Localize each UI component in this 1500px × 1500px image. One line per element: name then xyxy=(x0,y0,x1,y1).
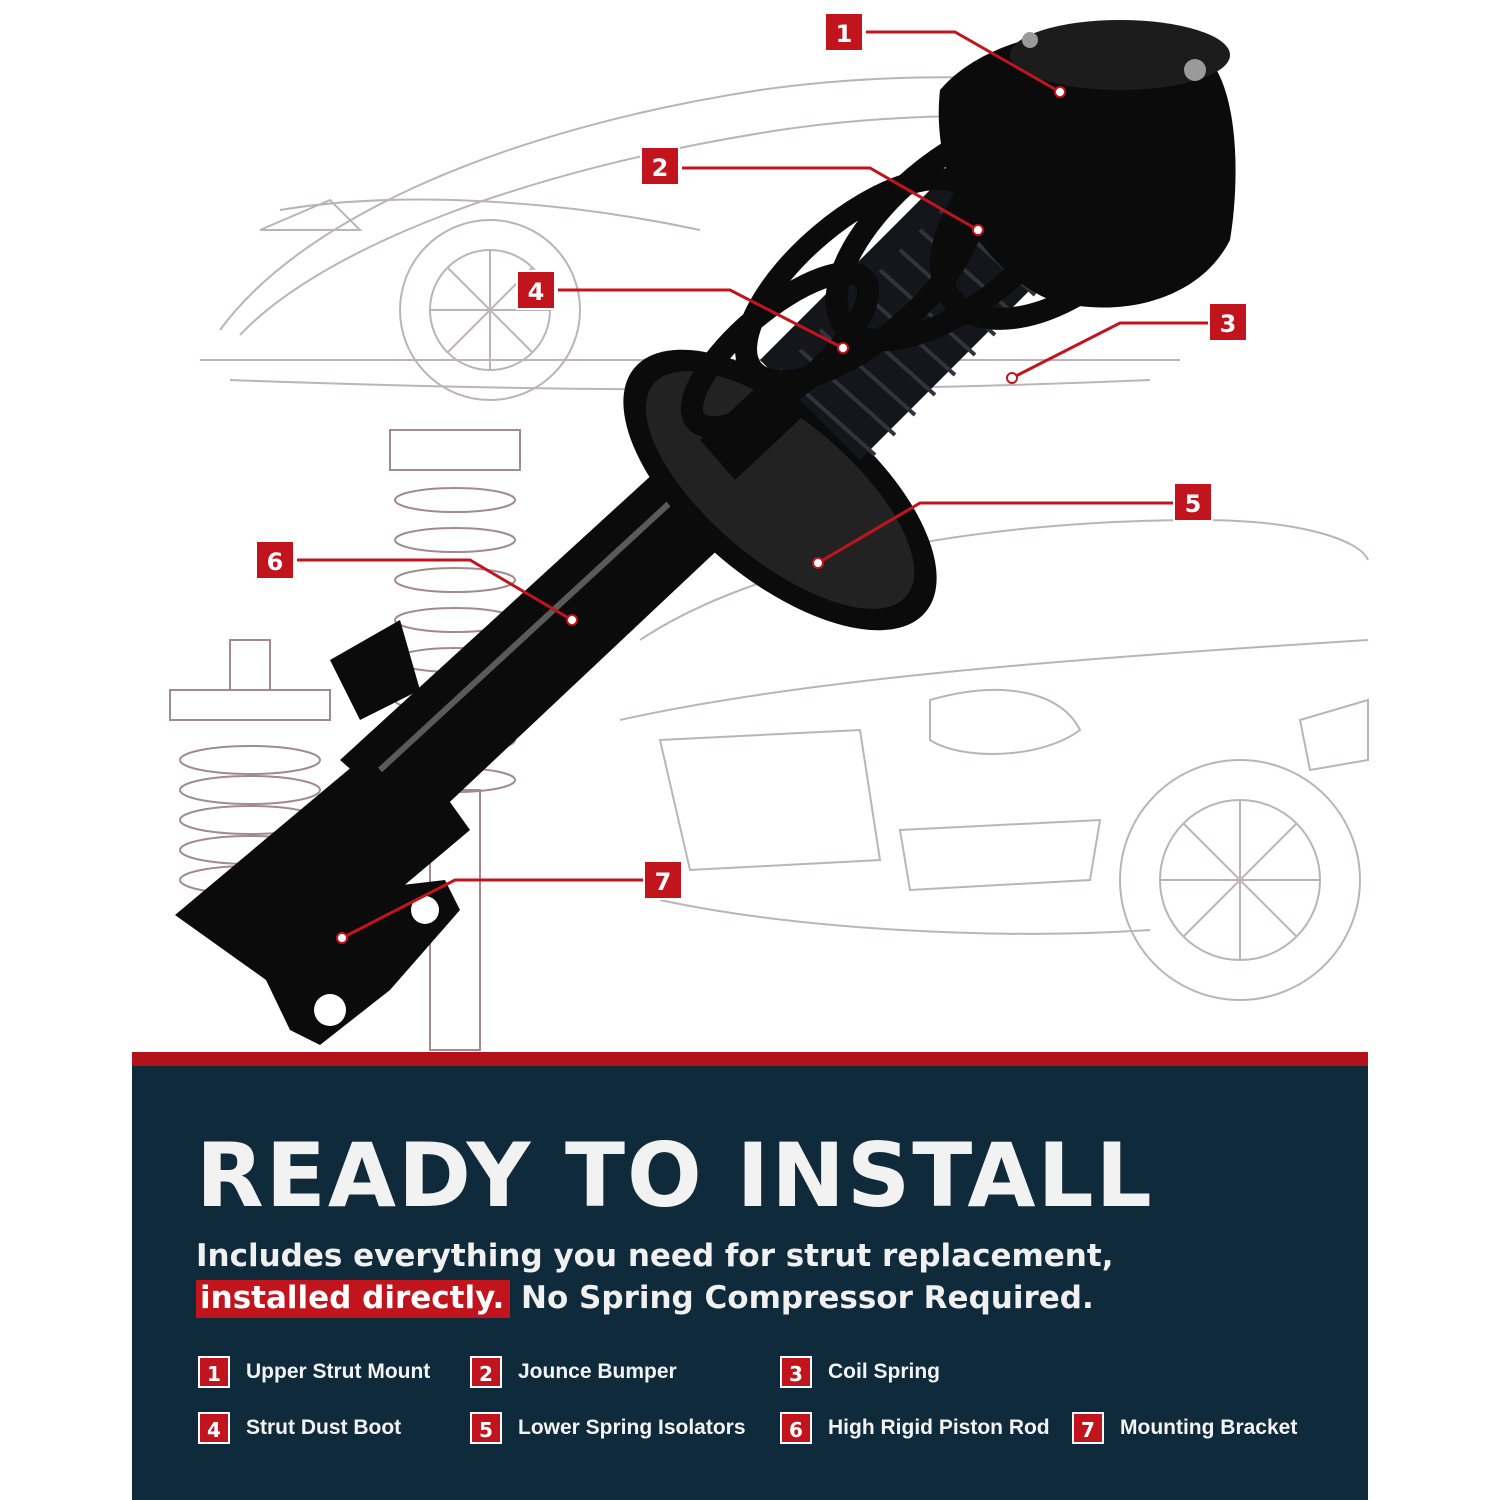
legend-num: 7 xyxy=(1072,1412,1104,1444)
strut-illustration xyxy=(169,20,1369,1051)
callout-3: 3 xyxy=(1208,302,1248,342)
legend-label: Jounce Bumper xyxy=(518,1360,677,1383)
strut-main xyxy=(175,20,1236,1045)
car-sketch-bottom xyxy=(619,518,1369,1001)
headline: READY TO INSTALL xyxy=(196,1124,1154,1227)
callout-7: 7 xyxy=(643,860,683,900)
legend-num: 3 xyxy=(780,1356,812,1388)
callout-5: 5 xyxy=(1173,482,1213,522)
callout-1: 1 xyxy=(824,12,864,52)
legend-item-4: 4 Strut Dust Boot xyxy=(198,1410,401,1446)
legend-num: 6 xyxy=(780,1412,812,1444)
legend-item-2: 2 Jounce Bumper xyxy=(470,1354,677,1390)
legend-num: 4 xyxy=(198,1412,230,1444)
legend-label: Coil Spring xyxy=(828,1360,940,1383)
legend-label: High Rigid Piston Rod xyxy=(828,1416,1050,1439)
legend-num: 2 xyxy=(470,1356,502,1388)
panel-accent-stripe xyxy=(132,1052,1368,1066)
legend-label: Mounting Bracket xyxy=(1120,1416,1298,1439)
info-panel: READY TO INSTALL Includes everything you… xyxy=(132,1052,1368,1500)
legend-item-3: 3 Coil Spring xyxy=(780,1354,940,1390)
legend-num: 1 xyxy=(198,1356,230,1388)
legend-item-7: 7 Mounting Bracket xyxy=(1072,1410,1297,1446)
legend-label: Lower Spring Isolators xyxy=(518,1416,746,1439)
legend-label: Upper Strut Mount xyxy=(246,1360,431,1383)
leader-dots xyxy=(336,86,1066,944)
subtitle-rest: No Spring Compressor Required. xyxy=(510,1280,1094,1316)
callout-4: 4 xyxy=(516,270,556,310)
subtitle-highlight: installed directly. xyxy=(196,1280,511,1318)
callout-2: 2 xyxy=(640,146,680,186)
legend-label: Strut Dust Boot xyxy=(246,1416,402,1439)
legend-item-6: 6 High Rigid Piston Rod xyxy=(780,1410,1050,1446)
subtitle-line-1: Includes everything you need for strut r… xyxy=(196,1238,1114,1274)
leader-lines xyxy=(297,30,1208,940)
callout-6: 6 xyxy=(255,540,295,580)
legend-item-5: 5 Lower Spring Isolators xyxy=(470,1410,746,1446)
legend-num: 5 xyxy=(470,1412,502,1444)
legend-item-1: 1 Upper Strut Mount xyxy=(198,1354,430,1390)
subtitle-line-2: installed directly. No Spring Compressor… xyxy=(196,1280,1094,1318)
